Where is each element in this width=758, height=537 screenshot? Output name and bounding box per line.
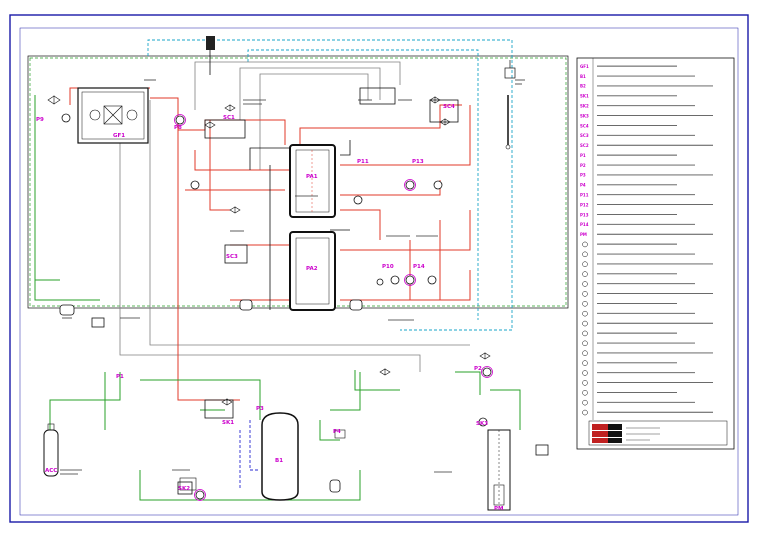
circulator-pump-icon <box>61 113 492 500</box>
tag-p4: P4 <box>333 429 341 435</box>
legend-code: P12 <box>580 202 589 207</box>
annotation-marks <box>60 79 525 475</box>
storage-tank-b1 <box>261 412 299 501</box>
legend-code: B1 <box>580 74 586 79</box>
cyan-circuit <box>147 39 513 331</box>
tag-pa1: PA1 <box>306 174 318 180</box>
legend-code: SC4 <box>580 123 589 128</box>
tag-sc3: SC3 <box>226 254 238 260</box>
component-tags: GF1 P9 P8 SC1 PA1 SC4 SC3 PA2 P11 P13 P1… <box>36 104 504 512</box>
grey-distribution-lines <box>119 61 470 372</box>
legend-symbol-icon <box>582 281 588 287</box>
legend-code: P4 <box>580 183 586 188</box>
legend-code: SK1 <box>580 94 589 99</box>
tag-p14: P14 <box>413 264 425 270</box>
legend-symbol-icon <box>582 320 588 327</box>
legend-symbol-icon <box>582 390 588 396</box>
sheet-frame <box>9 14 749 523</box>
tag-p2: P2 <box>474 366 482 372</box>
legend-code: P11 <box>580 192 589 197</box>
legend-code: P2 <box>580 163 586 168</box>
legend-code: PM <box>580 232 587 237</box>
legend-symbol-icon <box>582 370 588 376</box>
tag-gf1: GF1 <box>113 133 125 139</box>
tag-p9: P9 <box>36 117 44 123</box>
heat-exchanger-icon <box>89 105 138 125</box>
heat-exchanger-gf1 <box>77 87 149 144</box>
legend-symbol-icon <box>582 399 588 406</box>
borehole-well <box>487 429 511 511</box>
legend-code: P14 <box>580 222 589 227</box>
tag-sc4: SC4 <box>443 104 455 110</box>
storage-tank-pa1 <box>289 144 336 218</box>
storage-tank-pa2 <box>289 231 336 311</box>
legend-symbol-icon <box>582 350 588 356</box>
tag-sc1: SC1 <box>223 115 235 121</box>
tag-sk2: SK2 <box>178 486 190 492</box>
legend-symbol-icon <box>582 360 588 366</box>
tag-p13: P13 <box>412 159 424 165</box>
valve-icon <box>47 95 491 406</box>
sheet-inner-frame <box>19 27 739 516</box>
legend-code: P13 <box>580 212 589 217</box>
tag-b1: B1 <box>275 458 283 464</box>
tag-sk3: SK3 <box>476 421 488 427</box>
gas-cylinder-icon <box>43 423 59 477</box>
legend-symbol-icon <box>582 291 588 297</box>
radiator-icon <box>179 429 346 491</box>
expansion-vessel-icon <box>59 299 549 495</box>
legend-symbol-icon <box>582 330 588 337</box>
manifold-block <box>204 87 459 419</box>
flue-terminal-icon <box>206 36 215 75</box>
tag-pa2: PA2 <box>306 266 318 272</box>
legend-symbol-icon <box>582 310 588 317</box>
legend-code: GF1 <box>580 64 589 69</box>
legend-code: SK2 <box>580 103 589 108</box>
legend-code: SK3 <box>580 113 589 118</box>
legend-code: P1 <box>580 153 586 158</box>
pump-marker-set <box>174 114 493 501</box>
tag-p10: P10 <box>382 264 394 270</box>
outdoor-unit <box>504 60 516 79</box>
legend-symbol-icon <box>582 301 588 307</box>
tag-p1: P1 <box>116 374 124 380</box>
legend-code: SC3 <box>580 133 589 138</box>
title-block <box>588 420 728 446</box>
blue-circuit <box>239 420 260 490</box>
tag-acc: ACC <box>45 468 57 474</box>
legend-symbol-icon <box>582 380 588 386</box>
legend-symbol-icon <box>582 271 588 277</box>
legend-code: P3 <box>580 173 586 178</box>
temperature-probe-icon <box>505 95 511 150</box>
legend-symbol-icon <box>582 251 588 258</box>
tag-p11: P11 <box>357 159 369 165</box>
legend-panel: GF1B1B2SK1SK2SK3SC4SC3SC2P1P2P3P4P11P12P… <box>576 57 735 450</box>
legend-symbol-icon <box>582 261 588 267</box>
legend-code: SC2 <box>580 143 589 148</box>
cold-water-pipes <box>34 95 521 501</box>
tag-p3: P3 <box>256 406 264 412</box>
tag-p8: P8 <box>174 125 182 131</box>
legend-symbol-icon <box>582 340 588 347</box>
legend-code: B2 <box>580 84 586 89</box>
return-pipes <box>249 140 351 310</box>
legend-symbol-icon <box>582 409 588 416</box>
tag-sk1: SK1 <box>222 420 234 426</box>
legend-symbol-icon <box>582 241 588 248</box>
tag-pm: PM <box>494 506 504 512</box>
